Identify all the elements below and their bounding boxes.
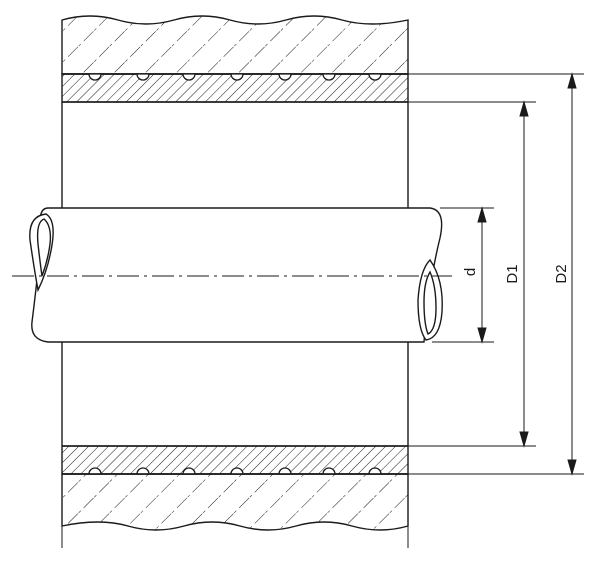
dimension-D2-label: D2 — [553, 264, 570, 283]
dimension-D1 — [519, 100, 529, 448]
bushing-top-section — [61, 73, 409, 103]
housing-top-section — [61, 15, 409, 75]
extension-lines — [408, 73, 584, 475]
dimension-D1-label: D1 — [504, 264, 521, 283]
dimension-d-label: d — [462, 268, 479, 276]
dimension-d — [477, 206, 487, 344]
dimension-D2 — [567, 72, 577, 476]
shaft-right-break — [417, 258, 443, 341]
shaft — [29, 207, 443, 343]
housing-bottom-section — [61, 473, 409, 531]
lubrication-grooves-top — [88, 73, 382, 81]
bushing-bottom-section — [61, 445, 409, 475]
